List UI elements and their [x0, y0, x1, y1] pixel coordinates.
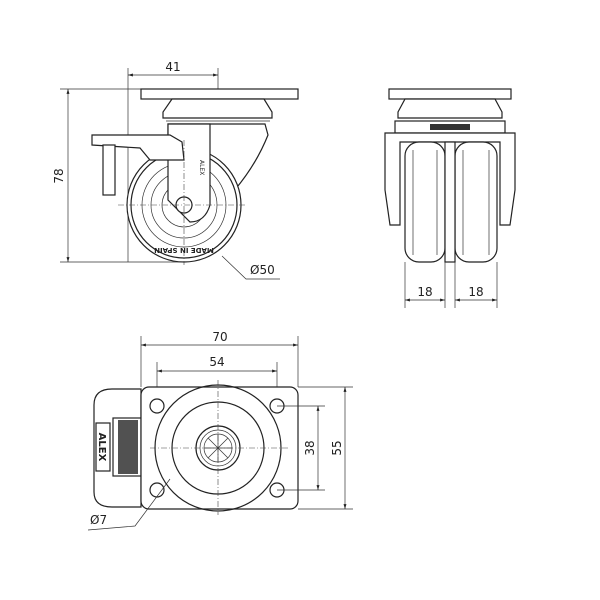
dim-hole-diameter-label: Ø7 [90, 513, 107, 527]
dim-wheel-diameter-label: Ø50 [250, 263, 275, 277]
dim-wheel-width-left: 18 [417, 285, 432, 299]
top-view: 70 54 ALEX 38 55 [87, 330, 353, 531]
front-fork [384, 132, 516, 226]
brake-ribs [118, 420, 138, 474]
dim-plate-depth-label: 55 [330, 440, 344, 455]
brand-label-box [95, 422, 111, 472]
brand-label: ALEX [96, 433, 107, 462]
mounting-hole [149, 398, 165, 414]
hole-diameter-leader [87, 478, 171, 531]
wheel-left [404, 141, 446, 263]
dim-wheel-width-right: 18 [468, 285, 483, 299]
front-top-plate [388, 88, 512, 100]
dim-offset-label: 41 [165, 60, 180, 74]
side-view: 41 78 MADE IN SPAIN ALEX Ø50 [52, 60, 299, 280]
brake-pedal [91, 134, 185, 161]
dim-height-label: 78 [52, 168, 66, 183]
fork-mark: ALEX [198, 160, 205, 175]
swivel-head [162, 98, 273, 119]
wheel-right [454, 141, 498, 263]
wheel-text: MADE IN SPAIN [154, 246, 214, 254]
dim-hole-spacing-y-label: 38 [303, 440, 317, 455]
top-plate [140, 88, 299, 100]
dim-plate-width-label: 70 [212, 330, 227, 344]
dim-hole-spacing-x-label: 54 [209, 355, 224, 369]
diameter-leader [221, 255, 280, 280]
front-view: 18 18 [384, 88, 516, 308]
brake-lever [102, 144, 116, 196]
